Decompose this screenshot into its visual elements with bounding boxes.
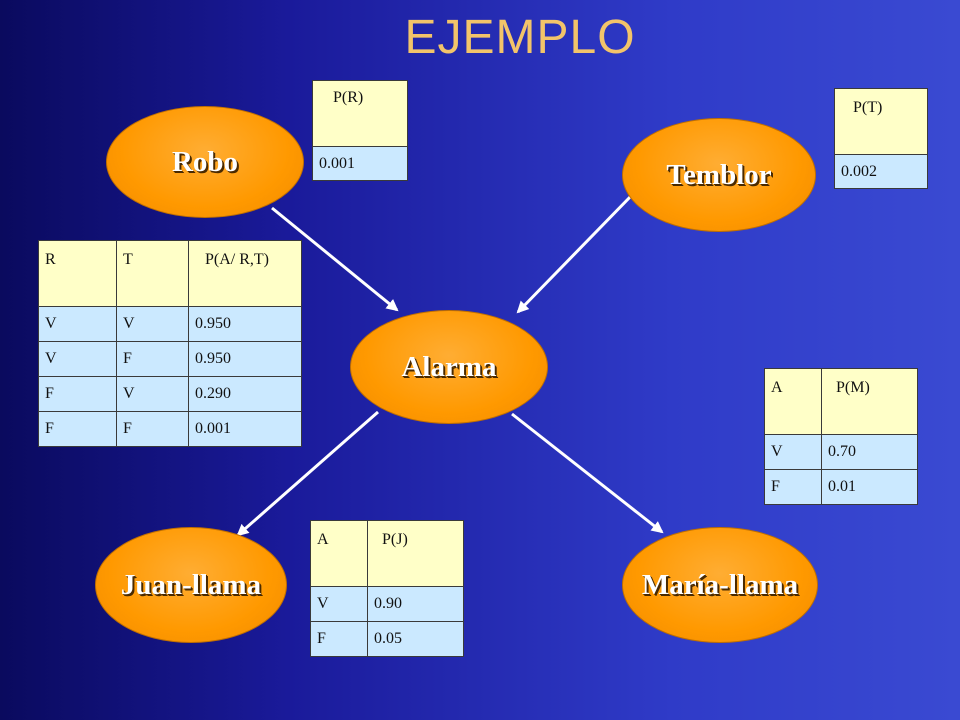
p-m-cell: F	[764, 469, 822, 505]
p-a-cell: V	[116, 376, 189, 412]
p-a-cell: F	[116, 341, 189, 377]
p-a-cell: 0.950	[188, 341, 302, 377]
node-maria-llama: María-llama	[622, 527, 818, 643]
p-a-cell: F	[38, 411, 117, 447]
p-j-header-a: A	[310, 520, 368, 587]
table-row: V 0.70	[764, 434, 918, 470]
p-j-cell: 0.90	[367, 586, 464, 622]
table-row: F F 0.001	[38, 411, 302, 447]
p-r-value: 0.001	[312, 146, 408, 181]
arrow-alarma-maria	[511, 412, 664, 534]
p-a-cell: V	[116, 306, 189, 342]
table-row: V F 0.950	[38, 341, 302, 377]
p-j-cell: 0.05	[367, 621, 464, 657]
p-a-cell: F	[116, 411, 189, 447]
p-m-cell: V	[764, 434, 822, 470]
p-a-header-r: R	[38, 240, 117, 307]
p-a-header-prob: P(A/ R,T)	[188, 240, 302, 307]
p-m-header-a: A	[764, 368, 822, 435]
table-p-j: A P(J) V 0.90 F 0.05	[310, 520, 464, 657]
p-m-header-prob: P(M)	[821, 368, 918, 435]
table-row: F 0.05	[310, 621, 464, 657]
node-maria-llama-label: María-llama	[641, 568, 799, 601]
arrow-alarma-juan	[236, 410, 379, 537]
p-j-cell: V	[310, 586, 368, 622]
arrow-robo-alarma	[271, 206, 399, 312]
p-a-header-t: T	[116, 240, 189, 307]
p-a-cell: 0.290	[188, 376, 302, 412]
p-a-cell: V	[38, 306, 117, 342]
p-m-cell: 0.01	[821, 469, 918, 505]
p-a-cell: 0.001	[188, 411, 302, 447]
table-row: F 0.01	[764, 469, 918, 505]
p-t-header: P(T)	[834, 88, 928, 155]
node-juan-llama-label: Juan-llama	[120, 568, 262, 601]
table-p-m: A P(M) V 0.70 F 0.01	[764, 368, 918, 505]
p-j-header-prob: P(J)	[367, 520, 464, 587]
node-temblor-label: Temblor	[666, 158, 772, 191]
node-robo: Robo	[106, 106, 304, 218]
p-t-value: 0.002	[834, 154, 928, 189]
table-row: F V 0.290	[38, 376, 302, 412]
node-alarma: Alarma	[350, 310, 548, 424]
node-juan-llama: Juan-llama	[95, 527, 287, 643]
p-a-cell: V	[38, 341, 117, 377]
p-m-cell: 0.70	[821, 434, 918, 470]
table-p-t: P(T) 0.002	[834, 88, 928, 189]
slide-title: EJEMPLO	[404, 11, 636, 64]
p-a-cell: 0.950	[188, 306, 302, 342]
p-a-cell: F	[38, 376, 117, 412]
node-temblor: Temblor	[622, 118, 816, 232]
node-alarma-label: Alarma	[401, 350, 497, 383]
table-row: V V 0.950	[38, 306, 302, 342]
table-p-r: P(R) 0.001	[312, 80, 408, 181]
table-p-a: R T P(A/ R,T) V V 0.950 V F 0.950 F V 0.…	[38, 240, 302, 447]
node-robo-label: Robo	[171, 145, 239, 178]
p-j-cell: F	[310, 621, 368, 657]
arrow-temblor-alarma	[516, 193, 634, 314]
p-r-header: P(R)	[312, 80, 408, 147]
table-row: V 0.90	[310, 586, 464, 622]
